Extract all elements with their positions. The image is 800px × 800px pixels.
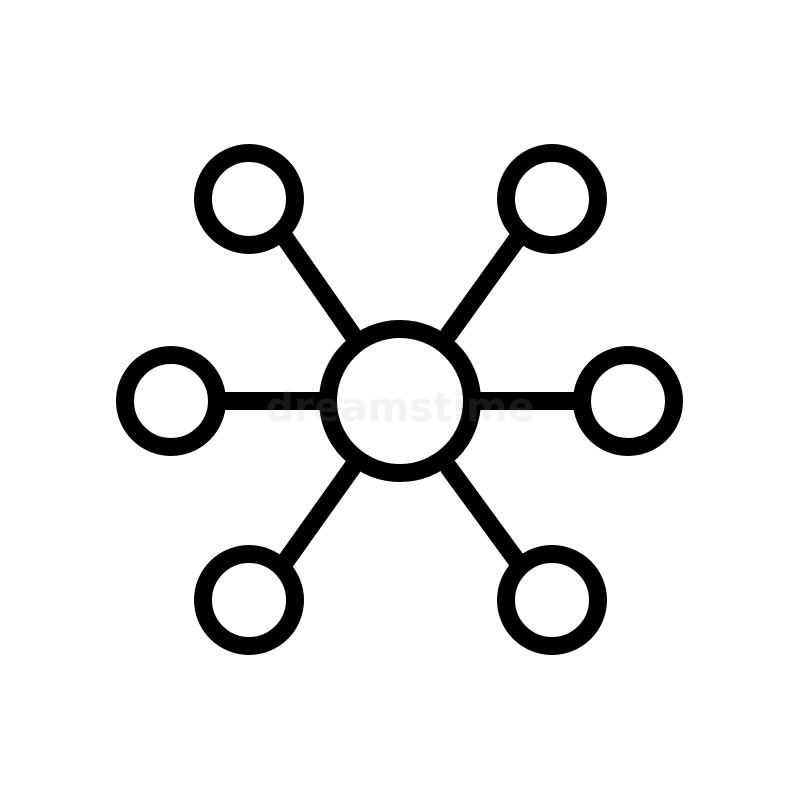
connector-line-bottom-right [440,459,529,574]
satellite-node-right [573,346,683,456]
satellite-node-top-left [194,144,304,254]
connector-line-top-right [440,226,529,343]
hub-node-circle [319,320,481,482]
satellite-node-top-right [497,144,607,254]
satellite-node-left [116,346,226,456]
satellite-node-bottom-left [194,545,304,655]
satellite-node-bottom-right [497,545,607,655]
connector-line-bottom-left [274,459,361,574]
connector-line-top-left [274,226,361,343]
